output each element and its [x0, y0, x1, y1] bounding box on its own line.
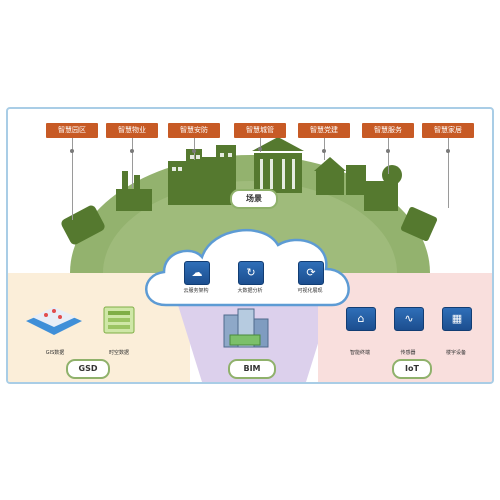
pin-dot: [446, 149, 450, 153]
pin-line: [388, 138, 389, 174]
bim-label: BIM: [228, 359, 276, 379]
scene-label: 场景: [230, 189, 278, 209]
cloud-item-label: 大数据分析: [237, 288, 263, 294]
pin-line: [132, 138, 133, 188]
tag-smart-home: 智慧家居: [422, 123, 474, 138]
pin-dot: [130, 149, 134, 153]
iot-label: IoT: [392, 359, 432, 379]
tag-smart-security: 智慧安防: [168, 123, 220, 138]
refresh-icon: ↻: [238, 261, 264, 285]
tag-smart-party: 智慧党建: [298, 123, 350, 138]
tag-smart-park: 智慧园区: [46, 123, 98, 138]
gsd-label: GSD: [66, 359, 110, 379]
diagram-frame: 智慧园区 智慧物业 智慧安防 智慧城管 智慧党建 智慧服务 智慧家居 场景 ☁ …: [6, 107, 494, 384]
iot-item-label: 传感器: [400, 350, 416, 356]
bim-building-icon: [223, 308, 269, 348]
tag-smart-service: 智慧服务: [362, 123, 414, 138]
pin-dot: [70, 149, 74, 153]
pin-line: [72, 138, 73, 220]
spatiotemporal-data-icon: [103, 306, 135, 334]
pin-dot: [386, 149, 390, 153]
cloud-sync-icon: ⟳: [298, 261, 324, 285]
tag-smart-city-mgmt: 智慧城管: [234, 123, 286, 138]
building-device-icon: ▦: [442, 307, 472, 331]
pin-dot: [192, 149, 196, 153]
scene-illustration: [8, 109, 492, 382]
gis-data-icon: [26, 307, 82, 335]
cloud-item-label: 云服务架构: [183, 288, 209, 294]
pin-line: [260, 138, 261, 152]
pin-line: [448, 138, 449, 208]
pin-dot: [258, 147, 262, 151]
iot-item-label: 智能终端: [349, 350, 370, 356]
gsd-item-label: GIS数据: [45, 350, 65, 356]
smart-terminal-icon: ⌂: [346, 307, 376, 331]
tag-smart-property: 智慧物业: [106, 123, 158, 138]
iot-item-label: 楼宇设备: [445, 350, 466, 356]
cloud-upload-icon: ☁: [184, 261, 210, 285]
gsd-item-label: 时空数据: [108, 350, 129, 356]
pin-dot: [322, 149, 326, 153]
cloud-item-label: 可视化展现: [297, 288, 323, 294]
sensor-icon: ∿: [394, 307, 424, 331]
